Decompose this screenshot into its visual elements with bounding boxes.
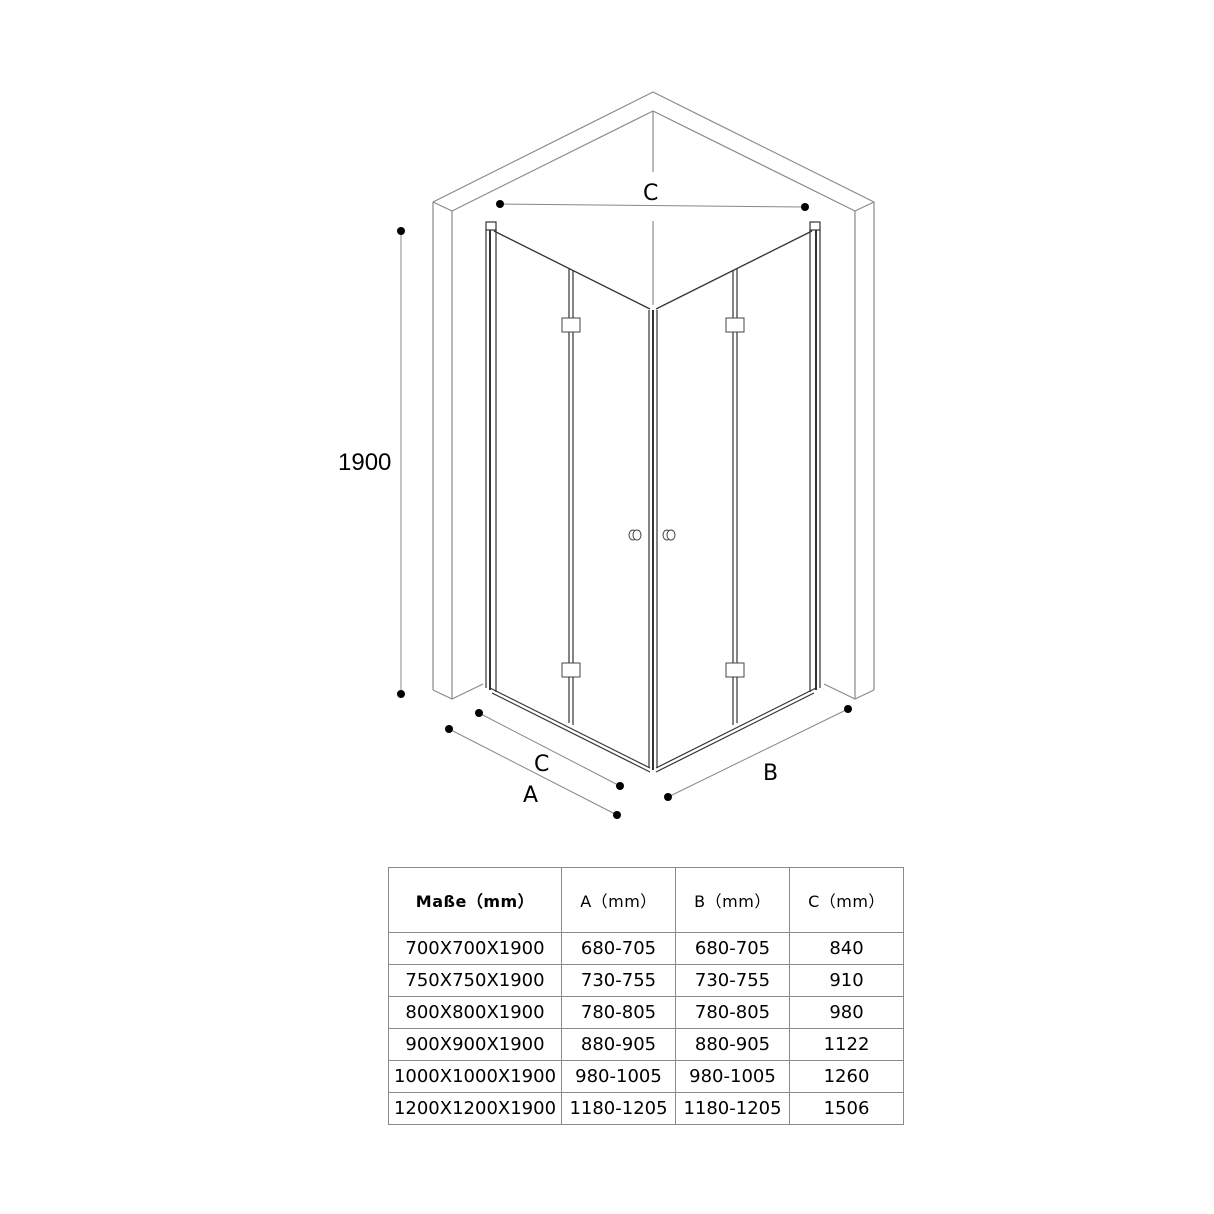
header-b: B（mm） (675, 867, 790, 933)
shower-enclosure-diagram: 1900 C C A B (338, 91, 875, 819)
table-header-row: Maße（mm） A（mm） B（mm） C（mm） (388, 867, 904, 933)
cell-size: 900X900X1900 (388, 1028, 562, 1061)
header-masse: Maße（mm） (388, 867, 562, 933)
cell-size: 1200X1200X1900 (388, 1092, 562, 1125)
left-fold-joint (568, 269, 574, 725)
header-c: C（mm） (789, 867, 904, 933)
cell-size: 700X700X1900 (388, 932, 562, 965)
cell-c: 1122 (789, 1028, 904, 1061)
table-row: 750X750X1900 730-755 730-755 910 (388, 964, 904, 997)
dimension-lines (400, 203, 849, 816)
cell-c: 980 (789, 996, 904, 1029)
cell-b: 680-705 (675, 932, 790, 965)
front-left-inner-label: C (534, 752, 549, 777)
table-row: 900X900X1900 880-905 880-905 1122 (388, 1028, 904, 1061)
cell-a: 880-905 (561, 1028, 676, 1061)
cell-a: 980-1005 (561, 1060, 676, 1093)
height-label: 1900 (338, 449, 391, 476)
cell-a: 730-755 (561, 964, 676, 997)
cell-c: 910 (789, 964, 904, 997)
cell-a: 780-805 (561, 996, 676, 1029)
bottom-profiles (489, 687, 817, 773)
cell-size: 800X800X1900 (388, 996, 562, 1029)
table-row: 700X700X1900 680-705 680-705 840 (388, 932, 904, 965)
cell-b: 880-905 (675, 1028, 790, 1061)
hinge-icon (561, 317, 745, 678)
cell-b: 730-755 (675, 964, 790, 997)
header-a: A（mm） (561, 867, 676, 933)
cell-a: 680-705 (561, 932, 676, 965)
corner-post (648, 310, 658, 770)
dimensions-table: Maße（mm） A（mm） B（mm） C（mm） 700X700X1900 … (388, 867, 904, 1125)
cell-c: 1260 (789, 1060, 904, 1093)
cell-c: 1506 (789, 1092, 904, 1125)
cell-b: 980-1005 (675, 1060, 790, 1093)
wall-corner (432, 91, 875, 700)
right-fold-joint (732, 269, 738, 725)
table-row: 1000X1000X1900 980-1005 980-1005 1260 (388, 1060, 904, 1093)
right-wall-profile (809, 221, 821, 692)
cell-size: 750X750X1900 (388, 964, 562, 997)
top-diagonal-label: C (643, 181, 658, 206)
cell-a: 1180-1205 (561, 1092, 676, 1125)
door-knob-icon (628, 529, 676, 541)
table-row: 800X800X1900 780-805 780-805 980 (388, 996, 904, 1029)
dimension-dot-icon (397, 200, 852, 819)
cell-c: 840 (789, 932, 904, 965)
left-wall-profile (485, 221, 497, 692)
cell-b: 780-805 (675, 996, 790, 1029)
table-row: 1200X1200X1900 1180-1205 1180-1205 1506 (388, 1092, 904, 1125)
enclosure-top (493, 230, 813, 310)
front-left-outer-label: A (523, 783, 538, 808)
front-right-label: B (763, 761, 778, 786)
cell-size: 1000X1000X1900 (388, 1060, 562, 1093)
cell-b: 1180-1205 (675, 1092, 790, 1125)
